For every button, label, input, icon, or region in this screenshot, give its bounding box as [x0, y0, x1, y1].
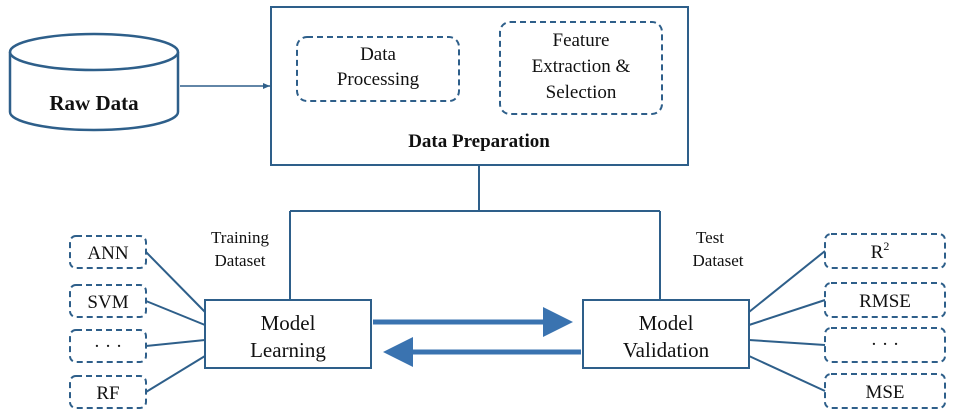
model-learning-label-2: Learning: [250, 338, 326, 362]
data-processing-box: [296, 36, 460, 102]
metric-label-rmse: RMSE: [859, 291, 911, 312]
metric-fan-lines: [748, 250, 826, 392]
metric-box-rmse: [824, 282, 946, 318]
algorithm-list: ANN SVM · · · RF: [69, 235, 147, 409]
split-connector: [289, 165, 661, 300]
model-validation-label-2: Validation: [623, 338, 710, 362]
test-dataset-label-2: Dataset: [693, 251, 744, 270]
metric-list: R2 RMSE · · · MSE: [824, 233, 946, 409]
model-learning-label-1: Model: [261, 311, 316, 335]
data-processing-label-2: Processing: [337, 69, 420, 90]
test-dataset-label-1: Test: [696, 228, 724, 247]
feature-extraction-label-2: Extraction &: [532, 56, 631, 77]
raw-data-cylinder: Raw Data: [8, 32, 180, 132]
metric-box-ellipsis: [824, 327, 946, 363]
data-preparation-title: Data Preparation: [408, 131, 550, 152]
raw-data-label: Raw Data: [49, 91, 139, 115]
feature-extraction-label-1: Feature: [553, 30, 610, 51]
model-validation-box: Model Validation: [582, 299, 750, 369]
training-dataset-label-1: Training: [211, 228, 269, 247]
cylinder-top: [8, 32, 180, 72]
metric-label-ellipsis: · · ·: [871, 334, 899, 355]
algorithm-label-svm: SVM: [87, 292, 128, 313]
cylinder-body: [8, 52, 180, 132]
metric-r2-base: R: [871, 242, 884, 263]
algorithm-label-rf: RF: [96, 383, 119, 404]
training-dataset-label-2: Dataset: [215, 251, 266, 270]
model-validation-label-1: Model: [639, 311, 694, 335]
data-preparation-frame: [270, 6, 689, 166]
data-processing-label-1: Data: [360, 44, 396, 65]
algorithm-label-ann: ANN: [87, 243, 128, 264]
algorithm-label-ellipsis: · · ·: [94, 336, 122, 357]
metric-r2-superscript: 2: [883, 239, 889, 253]
metric-label-r2: R2: [871, 239, 890, 263]
metric-box-r2: [824, 233, 946, 269]
feature-extraction-box: [499, 21, 663, 115]
algorithm-fan-lines: [145, 251, 206, 393]
metric-box-mse: [824, 373, 946, 409]
metric-label-mse: MSE: [865, 382, 904, 403]
data-preparation-box: Data Processing Feature Extraction & Sel…: [270, 6, 689, 166]
feature-extraction-label-3: Selection: [546, 82, 617, 103]
model-learning-box: Model Learning: [204, 299, 372, 369]
